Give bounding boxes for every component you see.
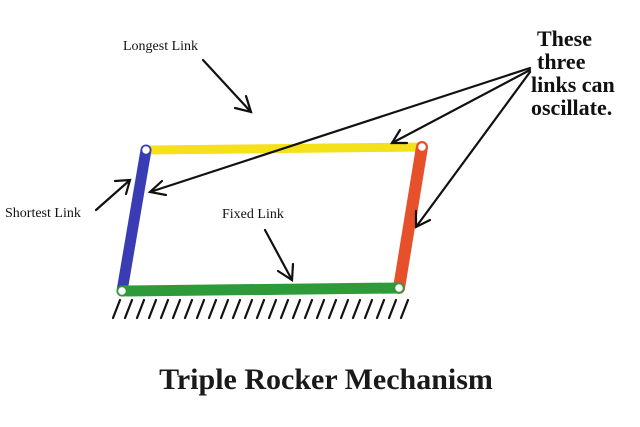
fixed-link: [116, 282, 405, 297]
arrowhead-fixed-link: [276, 262, 295, 282]
arrowhead-to-oscillating: [414, 209, 432, 229]
arrowhead-to-shortest: [147, 179, 168, 197]
arrow-longest-link: [201, 58, 253, 114]
shortest-link: [116, 144, 152, 297]
note-line-3: links can: [531, 72, 615, 97]
ground-hatching: [111, 298, 410, 320]
oscillating-link: [393, 141, 428, 294]
arrowhead-to-longest: [390, 128, 409, 145]
label-shortest-link: Shortest Link: [5, 206, 81, 221]
arrow-to-longest: [390, 68, 532, 145]
oscillate-note: These three links can oscillate.: [531, 26, 615, 120]
arrowhead-shortest-link: [113, 178, 132, 196]
arrow-to-oscillating: [414, 70, 532, 229]
arrowhead-longest-link: [233, 94, 253, 114]
note-line-4: oscillate.: [531, 95, 612, 120]
arrow-fixed-link: [263, 228, 294, 282]
joint-bottom-right: [393, 282, 405, 294]
note-line-2: three: [537, 49, 586, 74]
joint-bottom-left: [116, 285, 128, 297]
note-line-1: These: [537, 26, 592, 51]
joint-top-left: [140, 144, 152, 156]
arrow-to-shortest: [148, 66, 532, 194]
diagram-title: Triple Rocker Mechanism: [159, 363, 493, 396]
label-longest-link: Longest Link: [123, 39, 198, 54]
arrow-shortest-link: [94, 178, 132, 212]
label-fixed-link: Fixed Link: [222, 207, 284, 222]
joint-top-right: [416, 141, 428, 153]
